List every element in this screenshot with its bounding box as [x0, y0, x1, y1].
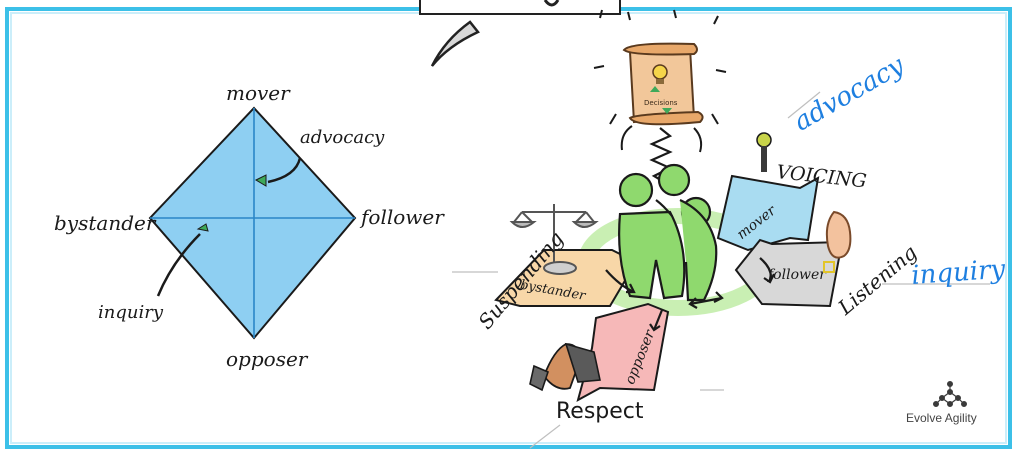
speech-tail: [430, 20, 480, 67]
diamond-label-follower: follower: [359, 205, 445, 229]
inquiry-marker-icon: [196, 223, 209, 232]
lightbulb-icon: [652, 64, 668, 80]
diamond-label-opposer: opposer: [226, 347, 309, 371]
flow-arrows: [605, 257, 775, 332]
diamond-label-bystander: bystander: [54, 211, 157, 235]
guide-lines: [452, 91, 990, 449]
top-cutoff-box: [419, 0, 621, 15]
diamond-label-mover: mover: [226, 81, 291, 105]
sparkle-marks: [593, 9, 727, 153]
brand-logo: Evolve Agility: [906, 381, 977, 425]
four-player-diamond: mover follower opposer bystander advocac…: [54, 81, 445, 371]
person-head-middle-icon: [657, 163, 691, 197]
three-people: [618, 163, 718, 302]
ear-icon: [823, 210, 852, 273]
network-molecule-icon: [932, 381, 967, 408]
advocacy-pointer: [267, 157, 302, 184]
diamond-label-inquiry: inquiry: [98, 302, 164, 323]
scroll-caption: Decisions: [644, 99, 678, 107]
brand-name: Evolve Agility: [906, 411, 977, 425]
spring-line: [649, 127, 673, 183]
opposer-panel: opposer: [576, 302, 670, 402]
balance-scale-icon: [509, 204, 599, 275]
microphone-icon: [756, 132, 772, 172]
label-inquiry-blue: inquiry: [910, 254, 1006, 290]
advocacy-marker-icon: [254, 174, 267, 187]
mover-panel: mover: [716, 174, 820, 252]
bystander-panel: bystander: [494, 249, 638, 307]
decisions-scroll: Decisions: [622, 42, 704, 126]
diamond-label-advocacy: advocacy: [300, 127, 385, 148]
hands-icon: [529, 342, 601, 392]
person-head-left-icon: [618, 172, 654, 208]
label-respect: Respect: [556, 399, 644, 424]
inquiry-pointer: [156, 233, 201, 297]
follower-panel: follower: [734, 238, 844, 308]
follower-panel-label: follower: [767, 267, 827, 283]
